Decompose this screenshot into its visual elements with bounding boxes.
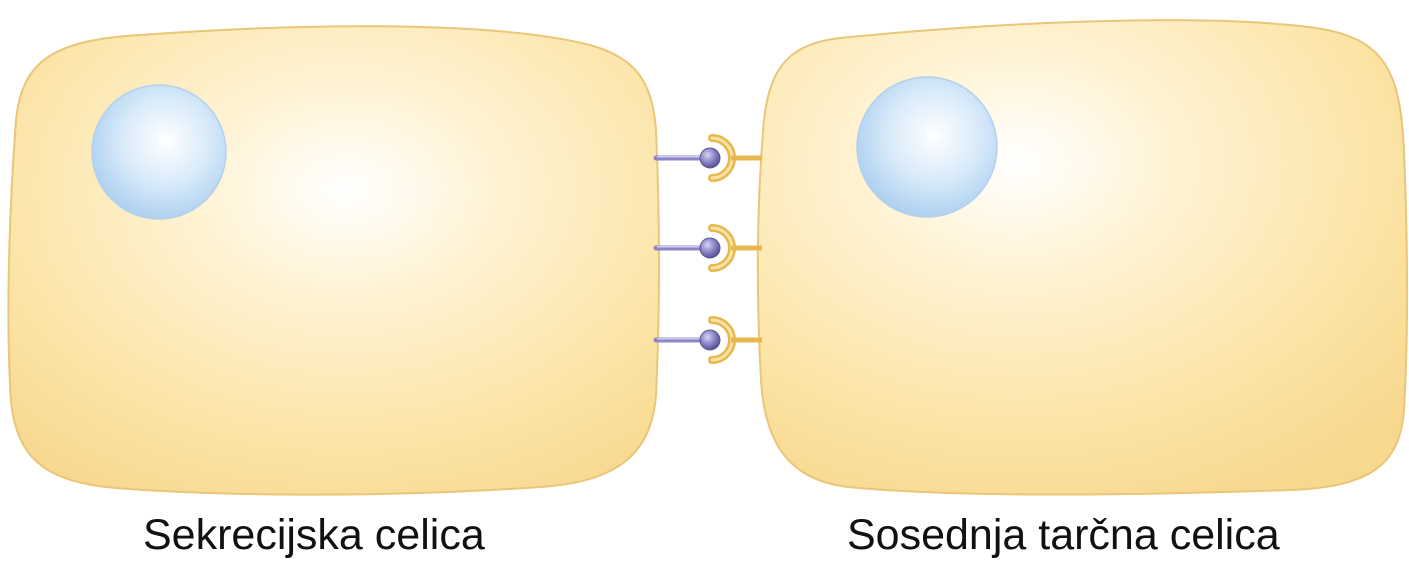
ligand-receptor-pair: [656, 320, 762, 360]
ligand-ball: [700, 238, 720, 258]
ligand-receptor-pair: [656, 138, 762, 178]
secretory-cell: [8, 26, 659, 494]
secretory-cell-nucleus: [92, 85, 226, 219]
secretory-cell-membrane: [8, 26, 659, 494]
target-cell-nucleus: [857, 77, 997, 217]
target-cell-membrane: [758, 20, 1407, 494]
target-cell: [758, 20, 1407, 494]
target-cell-label: Sosednja tarčna celica: [847, 510, 1280, 560]
ligand-ball: [700, 148, 720, 168]
ligand-receptor-pair: [656, 228, 762, 268]
secretory-cell-label: Sekrecijska celica: [143, 510, 485, 560]
ligand-ball: [700, 330, 720, 350]
